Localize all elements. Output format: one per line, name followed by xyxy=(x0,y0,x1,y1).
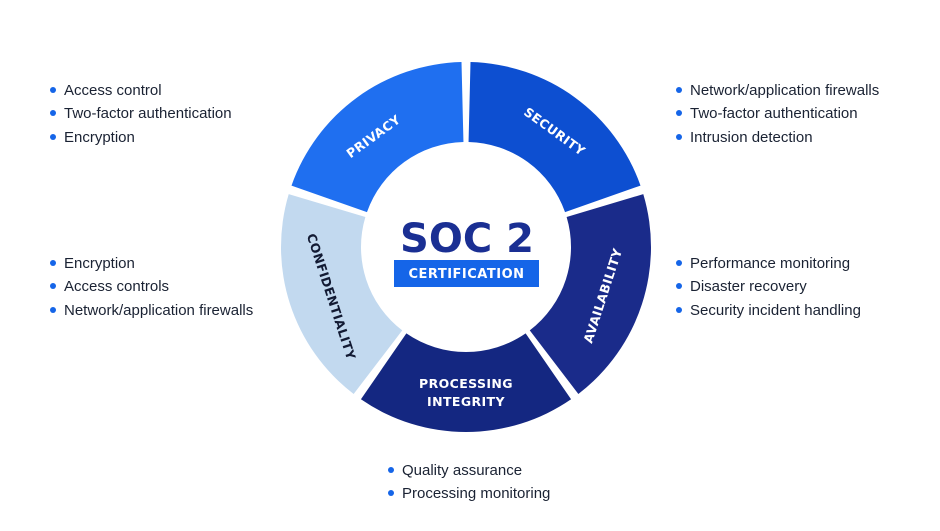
list-item: Network/application firewalls xyxy=(676,79,879,102)
bullet-icon xyxy=(50,87,56,93)
bullet-icon xyxy=(676,306,682,313)
list-item: Encryption xyxy=(50,126,232,149)
center-title: SOC 2 xyxy=(400,216,534,262)
list-item: Two-factor authentication xyxy=(50,102,232,125)
bullet-icon xyxy=(50,283,56,290)
list-item: Disaster recovery xyxy=(676,275,861,298)
list-item: Security incident handling xyxy=(676,299,861,322)
bullet-icon xyxy=(676,87,682,93)
list-item: Performance monitoring xyxy=(676,252,861,275)
bullet-icon xyxy=(676,260,682,266)
bullet-icon xyxy=(388,467,394,473)
segment-confidentiality xyxy=(281,194,403,394)
segment-processing-integrity xyxy=(360,333,572,433)
list-item: Intrusion detection xyxy=(676,126,879,149)
segment-availability xyxy=(529,194,651,394)
segment-privacy xyxy=(291,62,464,213)
availability-list: Performance monitoring Disaster recovery… xyxy=(676,252,861,322)
bullet-icon xyxy=(676,133,682,140)
bullet-icon xyxy=(388,490,394,497)
list-item: Processing monitoring xyxy=(388,482,550,505)
certification-badge-label: CERTIFICATION xyxy=(409,267,525,282)
wheel-segments xyxy=(281,62,651,433)
list-item: Access controls xyxy=(50,275,253,298)
list-item: Access control xyxy=(50,79,232,102)
segment-label-processing: PROCESSING xyxy=(419,376,513,391)
bullet-icon xyxy=(676,283,682,290)
bullet-icon xyxy=(676,110,682,117)
privacy-list: Access control Two-factor authentication… xyxy=(50,79,232,149)
processing-integrity-list: Quality assurance Processing monitoring xyxy=(388,459,550,506)
bullet-icon xyxy=(50,133,56,140)
bullet-icon xyxy=(50,260,56,266)
list-item: Encryption xyxy=(50,252,253,275)
certification-badge xyxy=(394,260,539,287)
segment-label-integrity: INTEGRITY xyxy=(427,394,505,409)
bullet-icon xyxy=(50,306,56,313)
bullet-icon xyxy=(50,110,56,117)
list-item: Two-factor authentication xyxy=(676,102,879,125)
list-item: Network/application firewalls xyxy=(50,299,253,322)
list-item: Quality assurance xyxy=(388,459,550,482)
security-list: Network/application firewalls Two-factor… xyxy=(676,79,879,149)
confidentiality-list: Encryption Access controls Network/appli… xyxy=(50,252,253,322)
segment-security xyxy=(468,62,641,213)
